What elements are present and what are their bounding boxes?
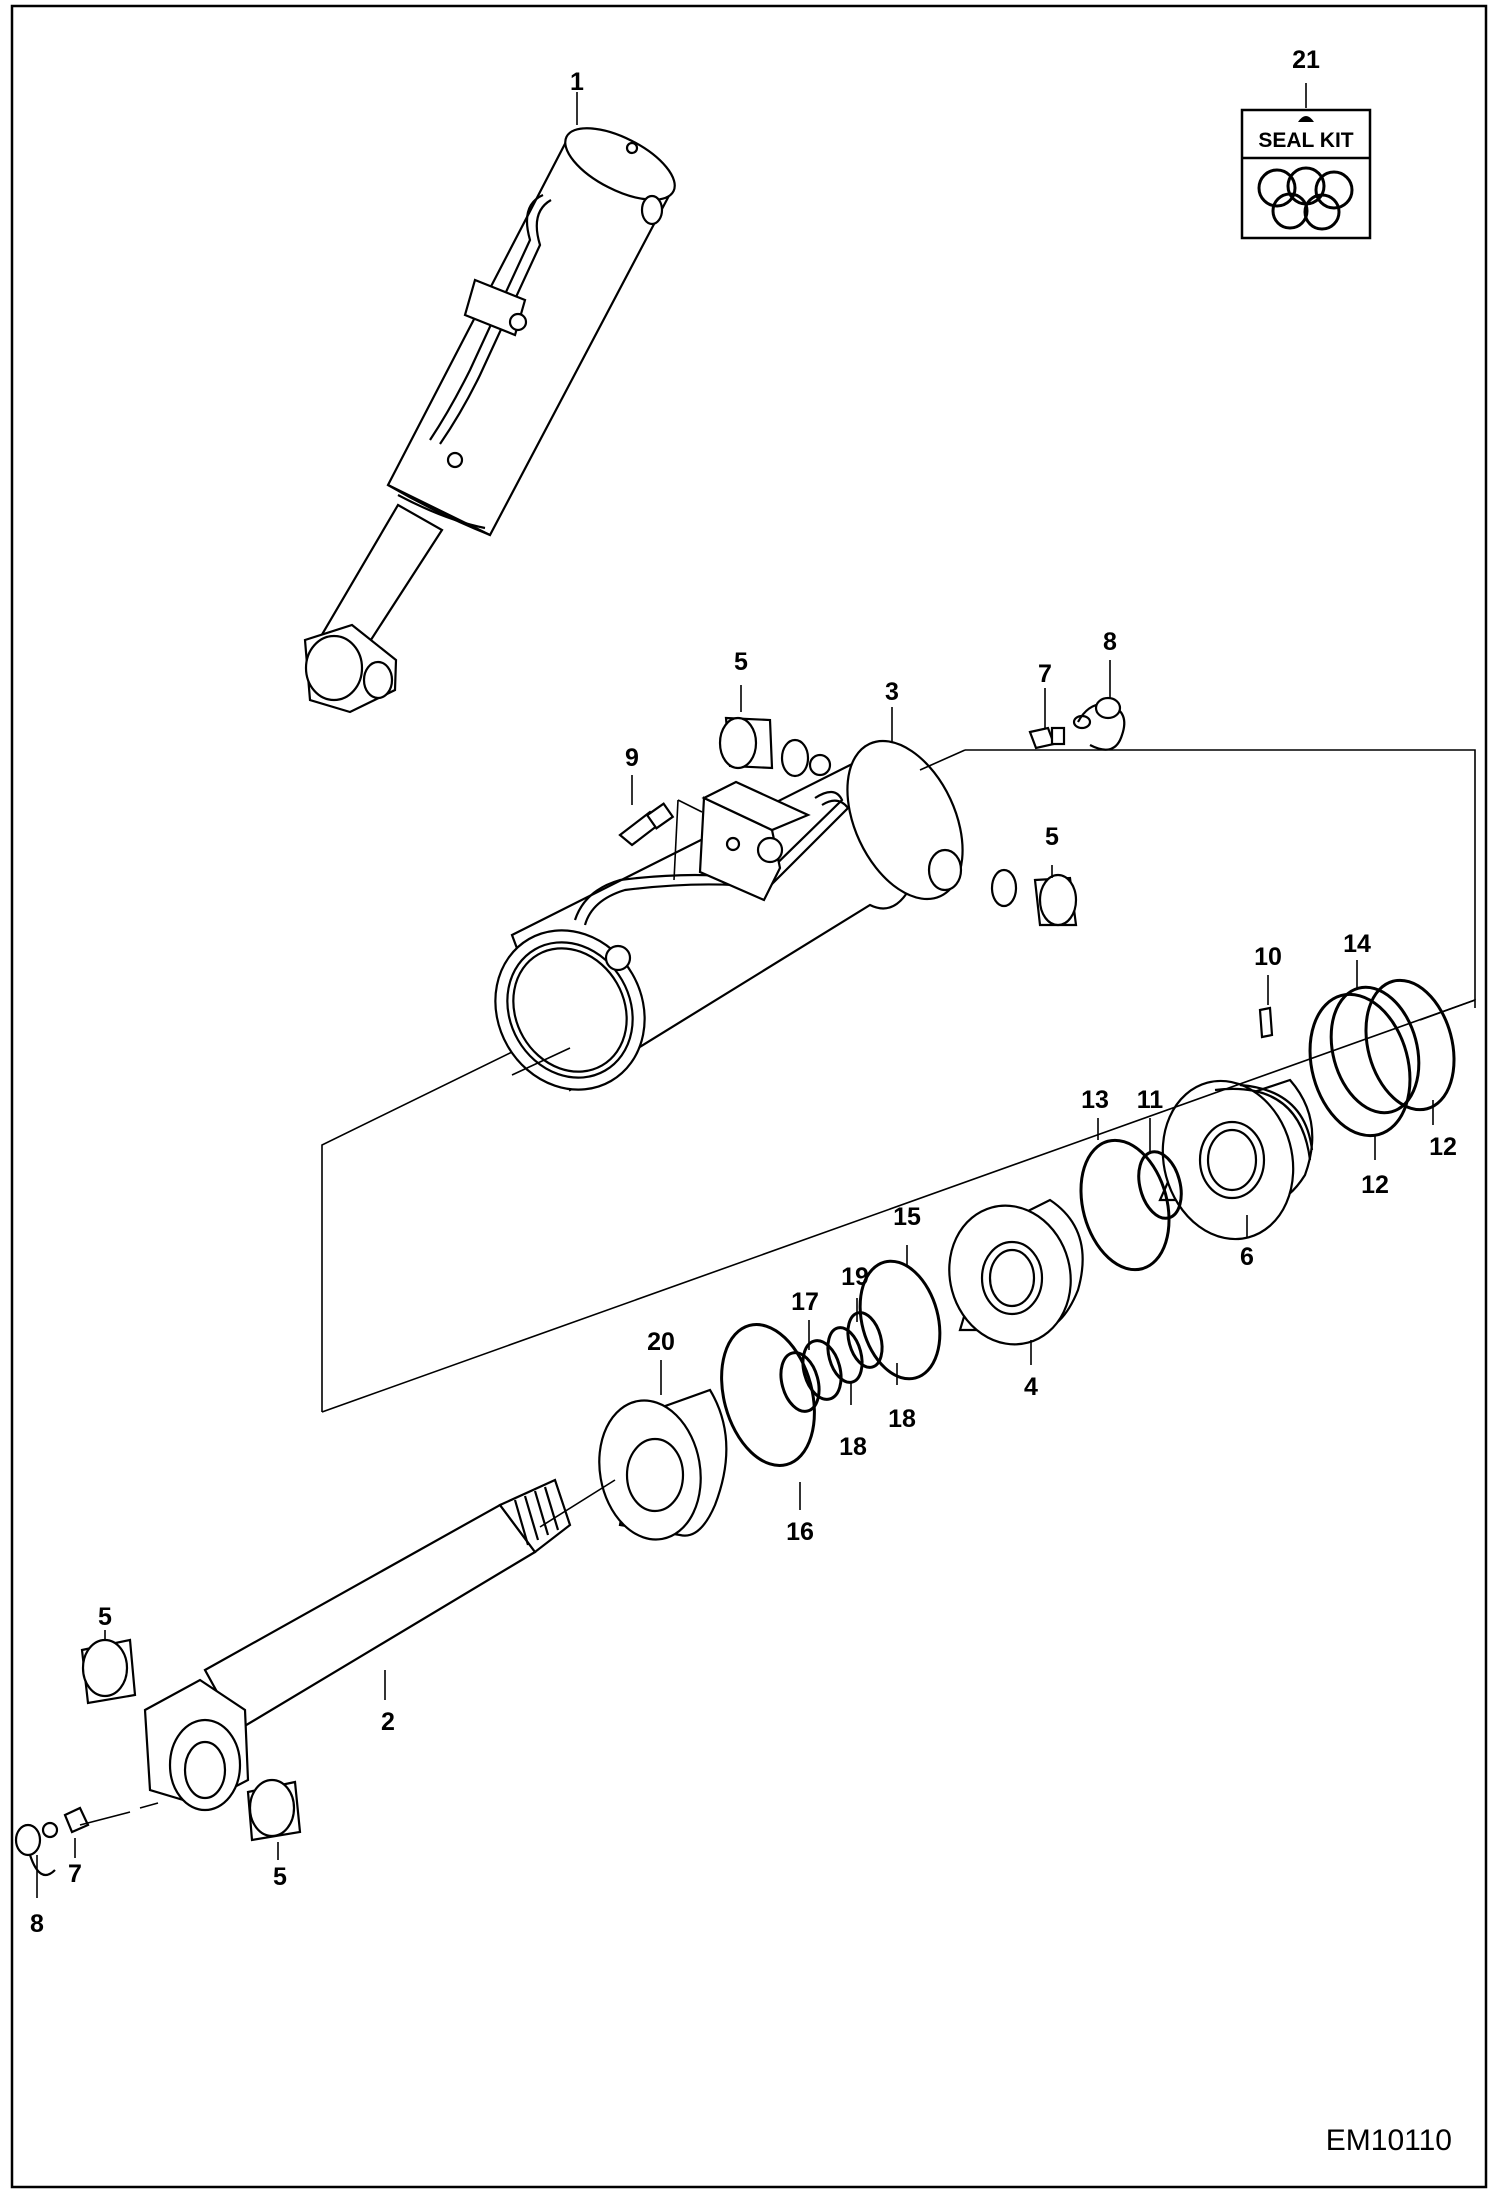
fitting-cap-upper: [1072, 696, 1126, 751]
gland: [948, 1198, 1084, 1346]
callout-20: 20: [647, 1328, 675, 1356]
callout-12-left: 12: [1361, 1171, 1389, 1199]
gland-seals: [720, 1259, 942, 1467]
cylinder-assembly: [303, 127, 676, 714]
assembly-outline: [79, 749, 1476, 1826]
seal-kit-box: SEAL KIT: [1240, 108, 1372, 240]
leader-lines: [36, 83, 1434, 1898]
callout-7-lower: 7: [68, 1860, 82, 1888]
callout-8-lower: 8: [30, 1910, 44, 1938]
grease-fitting-upper: [1028, 726, 1066, 750]
callout-2: 2: [381, 1708, 395, 1736]
callout-18-right: 18: [888, 1405, 916, 1433]
rod-bushing-lower: [246, 1778, 302, 1842]
callout-21: 21: [1292, 46, 1320, 74]
callout-17: 17: [791, 1288, 819, 1316]
barrel: [494, 739, 964, 1092]
piston: [1158, 1006, 1314, 1241]
callout-13: 13: [1081, 1086, 1109, 1114]
callout-1: 1: [570, 68, 584, 96]
relief-valve: [618, 802, 675, 847]
callout-6: 6: [1240, 1243, 1254, 1271]
callout-18-left: 18: [839, 1433, 867, 1461]
callout-11: 11: [1137, 1086, 1164, 1114]
callout-14: 14: [1343, 930, 1371, 958]
barrel-bushing-upper: [718, 716, 810, 778]
callout-3: 3: [885, 678, 899, 706]
barrel-bushing-lower: [990, 868, 1078, 927]
callout-9: 9: [625, 744, 639, 772]
lock-nut: [598, 1388, 728, 1541]
callout-labels: 1 21 5 3 7 8 9 5 10 14 13 11 12 12 6 15 …: [30, 46, 1457, 1938]
callout-12-right: 12: [1429, 1133, 1457, 1161]
callout-8-upper: 8: [1103, 628, 1117, 656]
callout-5-upper-right: 5: [1045, 823, 1059, 851]
callout-15: 15: [893, 1203, 921, 1231]
piston-seal-rings: [1308, 978, 1456, 1138]
piston-rod: [143, 1478, 572, 1812]
page-border: [10, 4, 1488, 2189]
callout-10: 10: [1254, 943, 1282, 971]
callout-5-lower-right: 5: [273, 1863, 287, 1891]
callout-5-lower-left: 5: [98, 1603, 112, 1631]
seal-kit-label: SEAL KIT: [1258, 129, 1353, 152]
rod-bushing-upper: [80, 1638, 137, 1705]
callout-5-upper-left: 5: [734, 648, 748, 676]
grease-fitting-lower: [41, 1806, 90, 1839]
callout-7-upper: 7: [1038, 660, 1052, 688]
callout-4: 4: [1024, 1373, 1038, 1401]
drawing-code: EM10110: [1326, 2124, 1452, 2157]
callout-16: 16: [786, 1518, 814, 1546]
callout-19: 19: [841, 1263, 869, 1291]
piston-o-rings: [1079, 1138, 1183, 1272]
fitting-cap-lower: [14, 1823, 56, 1877]
